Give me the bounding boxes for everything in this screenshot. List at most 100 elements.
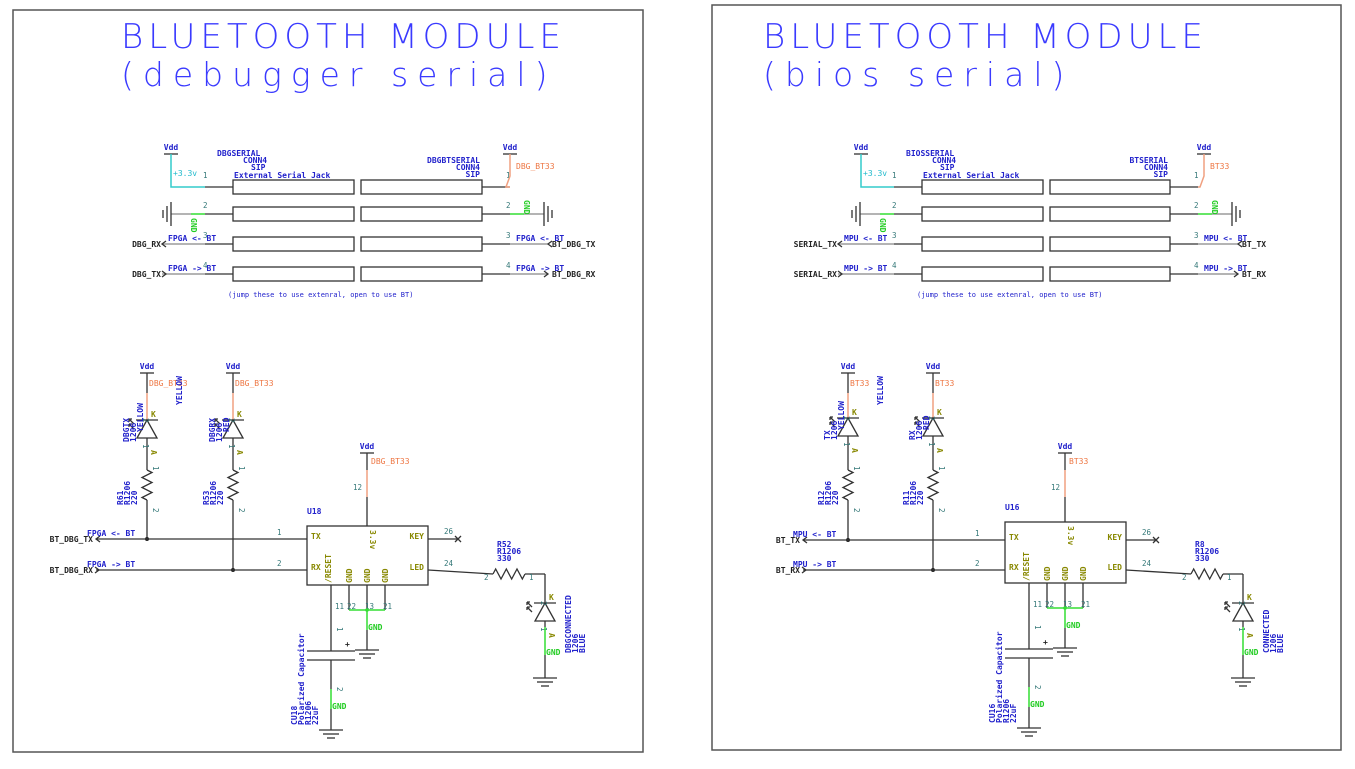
wire bbox=[427, 569, 494, 575]
led-anode-label: A bbox=[149, 450, 158, 455]
port-in-arrow-icon bbox=[160, 240, 167, 248]
port-out-arrow-icon bbox=[543, 270, 550, 278]
module-pin-gnd: GND bbox=[381, 568, 390, 583]
resistor-pin-1: 1 bbox=[852, 466, 861, 471]
vdd-label: Vdd bbox=[226, 362, 241, 371]
bus-direction-note: FPGA -> BT bbox=[87, 560, 135, 569]
bus-direction-note: MPU -> BT bbox=[793, 560, 837, 569]
right-connector-pin-number: 2 bbox=[506, 201, 511, 210]
led-pin-k-number: 2 bbox=[1237, 601, 1246, 606]
left-net-port: DBG_RX bbox=[132, 240, 161, 249]
ground-icon bbox=[355, 649, 379, 659]
vdd-label: Vdd bbox=[1197, 143, 1212, 152]
connected-led-package: 1206 bbox=[1269, 634, 1278, 653]
capacitor-value: 22uF bbox=[1009, 704, 1018, 723]
module-key-pin-number: 26 bbox=[444, 527, 454, 536]
led-cathode-label: K bbox=[237, 410, 242, 419]
resistor-pin-2: 2 bbox=[237, 508, 246, 513]
resistor-value: 330 bbox=[1195, 554, 1210, 563]
module-supply-net-label: BT33 bbox=[1069, 457, 1088, 466]
left-connector-package: SIP bbox=[940, 163, 955, 172]
connected-led-color: BLUE bbox=[578, 634, 587, 653]
module-pin-key: KEY bbox=[1108, 533, 1123, 542]
led-ref: DBGRX bbox=[208, 418, 217, 442]
led-emission-arrows bbox=[1224, 601, 1231, 613]
gnd-net-label: GND bbox=[368, 623, 383, 632]
module-pin-reset: /RESET bbox=[1022, 552, 1031, 581]
right-connector-pin-number: 4 bbox=[506, 261, 511, 270]
led-package: 1206 bbox=[915, 421, 924, 440]
right-connector-pin-number: 4 bbox=[1194, 261, 1199, 270]
no-connect-icon bbox=[454, 535, 462, 543]
led-supply-net-label: BT33 bbox=[850, 379, 869, 388]
left-connector-type: CONN4 bbox=[932, 156, 956, 165]
resistor-pin-2: 2 bbox=[484, 573, 489, 582]
sheet-frame-bios bbox=[711, 4, 1342, 751]
ground-icon bbox=[851, 202, 861, 226]
resistor-pin-1: 1 bbox=[937, 466, 946, 471]
connected-led-package: 1206 bbox=[571, 634, 580, 653]
bus-net-port: BT_RX bbox=[776, 566, 800, 575]
module-pin-number: 1 bbox=[975, 529, 980, 538]
resistor-ref: R12 bbox=[817, 490, 826, 505]
sheet-title: BLUETOOTH MODULE bbox=[763, 17, 1208, 57]
right-net-direction-note: MPU -> BT bbox=[1204, 264, 1248, 273]
capacitor-value: 22uF bbox=[311, 706, 320, 725]
gnd-net-label: GND bbox=[1244, 648, 1259, 657]
module-supply-net-label: DBG_BT33 bbox=[371, 457, 410, 466]
left-connector-pin-body bbox=[921, 266, 1044, 282]
led-pin-k-number: 2 bbox=[141, 418, 150, 423]
led-package: 1206 bbox=[215, 423, 224, 442]
resistor-value: 330 bbox=[497, 554, 512, 563]
left-connector-pin-body bbox=[921, 179, 1044, 195]
capacitor-type: Polarized Capacitor bbox=[296, 633, 306, 725]
resistor-pin-1: 1 bbox=[151, 466, 160, 471]
module-pin-3v3: 3.3v bbox=[368, 530, 377, 549]
module-pin-tx: TX bbox=[311, 532, 321, 541]
resistor-icon bbox=[926, 469, 940, 501]
led-pin-a-number: 1 bbox=[927, 442, 936, 447]
left-connector-pin-body bbox=[232, 206, 355, 222]
left-connector-pin-body bbox=[921, 236, 1044, 252]
sheet-frame-debug bbox=[12, 9, 644, 753]
right-net-port: BT_TX bbox=[1242, 240, 1266, 249]
vdd-label: Vdd bbox=[854, 143, 869, 152]
port-out-arrow-icon bbox=[161, 270, 168, 278]
led-ref: TX bbox=[823, 430, 832, 440]
right-connector-ref: BTSERIAL bbox=[1129, 156, 1168, 165]
ground-icon bbox=[1053, 647, 1077, 657]
left-connector-pin-number: 3 bbox=[203, 231, 208, 240]
resistor-pin-2: 2 bbox=[852, 508, 861, 513]
right-connector-pin-number: 2 bbox=[1194, 201, 1199, 210]
supply-net-label: +3.3v bbox=[863, 169, 887, 178]
capacitor-package: R1206 bbox=[1002, 699, 1011, 723]
stray-color-label: YELLOW bbox=[876, 376, 885, 405]
ground-icon bbox=[543, 202, 553, 226]
resistor-value: 220 bbox=[831, 490, 840, 505]
led-anode-label: A bbox=[935, 448, 944, 453]
right-connector-type: CONN4 bbox=[456, 163, 480, 172]
led-triangle bbox=[533, 601, 557, 622]
resistor-package: R1206 bbox=[209, 481, 218, 505]
ground-icon bbox=[1231, 677, 1255, 687]
ground-icon bbox=[1017, 727, 1041, 737]
bus-direction-note: FPGA <- BT bbox=[87, 529, 135, 538]
jumper-note: (jump these to use extenral, open to use… bbox=[228, 291, 413, 299]
port-in-arrow-icon bbox=[1236, 240, 1243, 248]
module-led-pin-number: 24 bbox=[444, 559, 454, 568]
left-connector-package: SIP bbox=[251, 163, 266, 172]
resistor-ref: R52 bbox=[497, 540, 512, 549]
resistor-icon bbox=[226, 469, 240, 501]
resistor-pin-2: 2 bbox=[937, 508, 946, 513]
module-pin-number: 2 bbox=[277, 559, 282, 568]
led-color: YELLOW bbox=[136, 403, 145, 432]
led-anode-label: A bbox=[1245, 633, 1254, 638]
right-connector-package: SIP bbox=[466, 170, 481, 179]
gnd-net-label: GND bbox=[332, 702, 347, 711]
led-pin-a-number: 1 bbox=[227, 444, 236, 449]
left-connector-pin-body bbox=[921, 206, 1044, 222]
bus-net-port: BT_DBG_TX bbox=[50, 535, 94, 544]
resistor-icon bbox=[140, 469, 154, 501]
module-pin-led: LED bbox=[410, 563, 425, 572]
right-connector-pin-number: 3 bbox=[1194, 231, 1199, 240]
